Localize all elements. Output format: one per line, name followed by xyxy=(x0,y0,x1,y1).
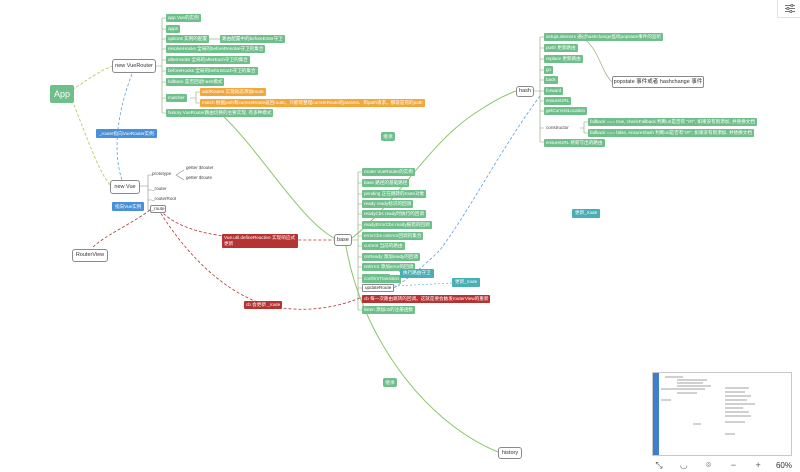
hash-prop-back[interactable]: back xyxy=(544,76,558,84)
router-prop-options[interactable]: options 实例的配置 xyxy=(166,35,210,43)
link-router-base xyxy=(219,112,335,239)
link-app-vue xyxy=(71,99,111,186)
minimap[interactable] xyxy=(652,372,792,456)
vue-node[interactable]: new Vue xyxy=(110,180,140,194)
vue-getter-route[interactable]: getter $route xyxy=(186,175,213,180)
sliders-icon xyxy=(784,4,795,13)
base-prop-ready[interactable]: ready ready标识的回调 xyxy=(362,200,414,208)
hash-prop-setup-listeners[interactable]: setupListeners 通过hashchange监听popstate事件的… xyxy=(544,33,664,41)
history-node[interactable]: history xyxy=(498,447,522,459)
update-route-mid-label[interactable]: 更新_route xyxy=(452,278,481,287)
link-router-vue-blue xyxy=(116,73,133,181)
vue-instance-label[interactable]: 指向Vue实例 xyxy=(112,202,145,211)
router-options-note[interactable]: 路由配置中的beforeEnter守卫 xyxy=(220,35,285,43)
inherit-label-top[interactable]: 继承 xyxy=(381,132,395,141)
base-prop-ready-cbs[interactable]: readyCbs ready时执行的回调 xyxy=(362,210,426,218)
hash-node[interactable]: hash xyxy=(516,86,534,97)
base-prop-ready-error-cbs[interactable]: readyErrorCbs ready报错的回调 xyxy=(362,221,432,229)
vue-router-node[interactable]: new VueRouter xyxy=(112,59,156,73)
base-prop-base[interactable]: base 路径的基础路径 xyxy=(362,179,410,187)
update-route-right-label[interactable]: 更新_route xyxy=(572,209,601,218)
router-prop-matcher[interactable]: matcher xyxy=(166,94,187,102)
zoom-in-icon[interactable]: + xyxy=(755,460,761,470)
link-base-props xyxy=(352,171,362,311)
router-prop-apps[interactable]: apps xyxy=(166,25,180,33)
vue-router-root[interactable]: _routerRoot xyxy=(152,196,177,201)
router-prop-before-hooks[interactable]: beforeHooks 全局的beforeEach守卫的集合 xyxy=(166,67,258,75)
router-prop-fallback[interactable]: fallback 是否回退hash模式 xyxy=(166,78,225,86)
location-pin-icon[interactable]: ⌾ xyxy=(705,459,712,470)
hash-prop-constructor[interactable]: constructor xyxy=(546,125,569,130)
link-hash-popstate xyxy=(581,36,613,83)
hash-fallback-false[interactable]: fallback === false, ensureSlash 判断url是否有… xyxy=(588,129,754,137)
hide-eye-icon[interactable]: ◡ xyxy=(679,459,688,470)
link-hash-update xyxy=(393,95,541,289)
base-prop-pending[interactable]: pending 正在跳转的route对象 xyxy=(362,190,427,198)
router-instance-label[interactable]: _router指向VueRouter实例 xyxy=(96,129,157,138)
base-prop-confirm-transition[interactable]: confirmTransition xyxy=(362,275,402,283)
cb-update-label[interactable]: cb 会更新 _route xyxy=(244,301,283,309)
hash-prop-push[interactable]: push 更新路由 xyxy=(544,44,578,52)
base-prop-current[interactable]: current 当前的路由 xyxy=(362,242,405,250)
link-cb-route xyxy=(159,211,361,310)
link-constructor-fallback xyxy=(580,121,588,134)
link-hash-props xyxy=(534,36,544,143)
hash-popstate[interactable]: popstate 事件或者 hashchange 事件 xyxy=(612,76,704,88)
base-prop-on-error[interactable]: onError 添加error的回调 xyxy=(362,263,416,271)
link-app-router xyxy=(71,65,113,91)
link-matcher-items xyxy=(190,91,200,104)
vue-route-prop[interactable]: _route xyxy=(150,205,166,213)
base-node[interactable]: base xyxy=(334,234,352,246)
hash-prop-ensure-url[interactable]: ensureURL xyxy=(544,97,572,105)
vue-getter-router[interactable]: getter $router xyxy=(186,165,214,170)
router-prop-resolve-hooks[interactable]: resolveHooks 全局的beforeResolve守卫的集合 xyxy=(166,45,266,53)
link-vue-base-reactive xyxy=(159,209,334,241)
router-prop-after-hooks[interactable]: afterHooks 全局的afterEach守卫的集合 xyxy=(166,56,250,64)
hash-prop-ensure-url-2[interactable]: ensureURL 将新写出的路由 xyxy=(544,139,605,147)
link-vue-routerview xyxy=(91,209,151,249)
link-base-history xyxy=(345,245,499,453)
matcher-match[interactable]: match 根据path和currentRoute返回route。只能等整理cu… xyxy=(200,99,425,107)
reactive-label[interactable]: Vue.util.defineReactive 实现响应式更新 xyxy=(222,234,298,248)
app-root-node[interactable]: App xyxy=(50,85,74,103)
base-prop-error-cbs[interactable]: errorCbs onError回调的集合 xyxy=(362,232,424,240)
inherit-label-bottom[interactable]: 继承 xyxy=(383,378,397,387)
vue-prototype[interactable]: prototype xyxy=(152,171,172,176)
zoom-out-icon[interactable]: − xyxy=(730,460,737,470)
router-prop-app[interactable]: app Vue的实例 xyxy=(166,14,201,22)
router-prop-history[interactable]: history VueRouter路由切换的主要实现, 有多种模式 xyxy=(166,109,274,117)
matcher-add-routes[interactable]: addRoutes 实现动态添加route xyxy=(200,88,266,96)
hash-fallback-true[interactable]: fallback === true, checkFallback 判断url是否… xyxy=(588,118,757,126)
base-prop-listen[interactable]: listen 添加cb的注册函数 xyxy=(362,306,416,314)
link-update-route xyxy=(393,282,453,287)
base-prop-cb[interactable]: cb 每一次路由跳转的回调。这就是要会触发routerView的重新 xyxy=(362,295,491,303)
hash-prop-get-current-location[interactable]: getCurrentLocation xyxy=(544,107,588,115)
link-router-props xyxy=(156,17,166,114)
minimap-preview xyxy=(653,373,755,455)
base-prop-on-ready[interactable]: onReady 添加ready的回调 xyxy=(362,253,421,261)
exec-guard-label[interactable]: 执行路由守卫 xyxy=(400,269,434,278)
hash-prop-go[interactable]: go xyxy=(544,66,554,74)
hash-prop-forward[interactable]: forward xyxy=(544,87,564,95)
settings-button[interactable] xyxy=(777,0,800,18)
fit-view-icon[interactable]: ⤡ xyxy=(655,459,663,470)
base-prop-router[interactable]: router VueRouter的实例 xyxy=(362,168,415,176)
base-prop-update-route[interactable]: updateRoute xyxy=(362,284,395,292)
hash-prop-replace[interactable]: replace 更新路由 xyxy=(544,55,583,63)
zoom-level: 60% xyxy=(775,460,792,470)
router-view-node[interactable]: RouterView xyxy=(72,249,108,262)
canvas-toolbar: ⤡ ◡ ⌾ − + 60% xyxy=(652,458,800,472)
vue-router-prop[interactable]: _router xyxy=(152,186,167,191)
